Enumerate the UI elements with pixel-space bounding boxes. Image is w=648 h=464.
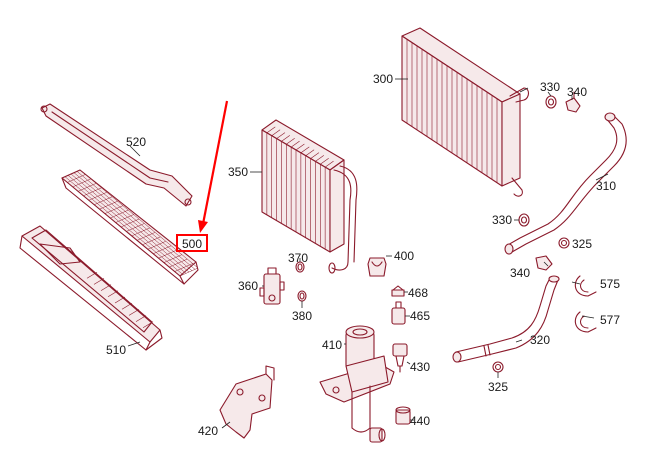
highlight-part-500 xyxy=(176,100,229,252)
callout-430[interactable]: 430 xyxy=(410,360,430,374)
part-430-sensor xyxy=(392,343,408,373)
part-350-evaporator xyxy=(261,119,358,274)
highlight-arrow xyxy=(201,100,229,225)
part-325-seal-upper xyxy=(558,237,570,249)
callout-420[interactable]: 420 xyxy=(198,424,218,438)
callout-500[interactable]: 500 xyxy=(182,237,202,251)
part-330-seal-lower xyxy=(518,213,530,227)
callout-370[interactable]: 370 xyxy=(288,251,308,265)
callout-340-lower[interactable]: 340 xyxy=(510,266,530,280)
part-340-clamp-upper xyxy=(565,91,581,113)
part-510-filter-housing xyxy=(19,225,163,351)
part-410-valve-pump xyxy=(319,325,395,443)
callout-340-upper[interactable]: 340 xyxy=(567,85,587,99)
callout-325-upper[interactable]: 325 xyxy=(572,237,592,251)
callout-325-lower[interactable]: 325 xyxy=(488,380,508,394)
part-440-plug xyxy=(395,406,411,425)
callout-510[interactable]: 510 xyxy=(106,343,126,357)
callout-350[interactable]: 350 xyxy=(228,165,248,179)
part-400-clip xyxy=(367,257,387,277)
callout-440[interactable]: 440 xyxy=(410,414,430,428)
part-468-fitting xyxy=(391,285,405,297)
callout-320[interactable]: 320 xyxy=(530,333,550,347)
part-330-seal-upper xyxy=(545,95,557,109)
part-380-o-ring xyxy=(297,290,307,302)
part-465-fitting xyxy=(391,301,406,325)
callout-330-upper[interactable]: 330 xyxy=(540,80,560,94)
part-340-clamp-lower xyxy=(535,255,553,271)
part-325-seal-lower xyxy=(492,361,504,373)
part-420-bracket xyxy=(219,365,275,439)
callout-577[interactable]: 577 xyxy=(600,313,620,327)
highlight-arrowhead xyxy=(198,220,208,233)
part-520-cover-strip xyxy=(40,103,193,207)
callout-300[interactable]: 300 xyxy=(373,72,393,86)
part-577-clip xyxy=(574,311,597,333)
part-310-pipe xyxy=(504,112,627,255)
part-575-clip xyxy=(574,275,597,297)
callout-330-lower[interactable]: 330 xyxy=(492,213,512,227)
callout-575[interactable]: 575 xyxy=(600,277,620,291)
callout-520[interactable]: 520 xyxy=(126,135,146,149)
part-500-cabin-filter xyxy=(61,169,199,285)
part-300-heater-core xyxy=(401,27,530,197)
part-320-pipe xyxy=(452,275,560,363)
highlight-box xyxy=(176,234,208,252)
callout-360[interactable]: 360 xyxy=(238,279,258,293)
callout-410[interactable]: 410 xyxy=(322,338,342,352)
leader-lines xyxy=(127,78,609,429)
callout-labels: 520 510 500 350 370 360 380 400 468 465 … xyxy=(106,72,620,438)
part-360-expansion-valve xyxy=(259,267,285,305)
callout-465[interactable]: 465 xyxy=(410,309,430,323)
callout-468[interactable]: 468 xyxy=(408,286,428,300)
callout-310[interactable]: 310 xyxy=(596,179,616,193)
callout-380[interactable]: 380 xyxy=(292,309,312,323)
callout-400[interactable]: 400 xyxy=(394,249,414,263)
